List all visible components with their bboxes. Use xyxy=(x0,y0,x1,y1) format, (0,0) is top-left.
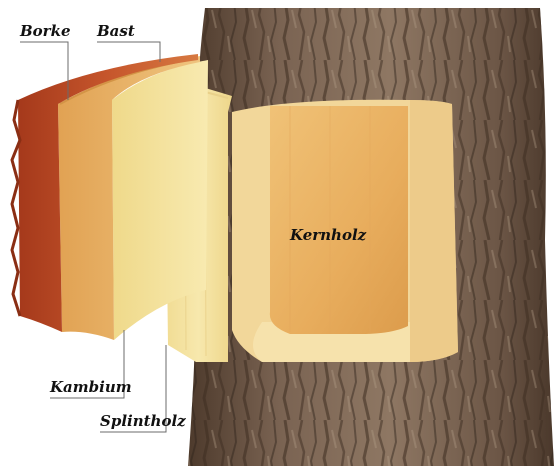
label-kernholz: Kernholz xyxy=(289,226,367,244)
label-bast: Bast xyxy=(96,22,135,40)
label-kambium: Kambium xyxy=(49,378,132,396)
label-borke: Borke xyxy=(19,22,71,40)
bast-leader xyxy=(97,42,160,62)
kernholz-layer xyxy=(270,106,408,334)
label-splintholz: Splintholz xyxy=(100,412,186,430)
